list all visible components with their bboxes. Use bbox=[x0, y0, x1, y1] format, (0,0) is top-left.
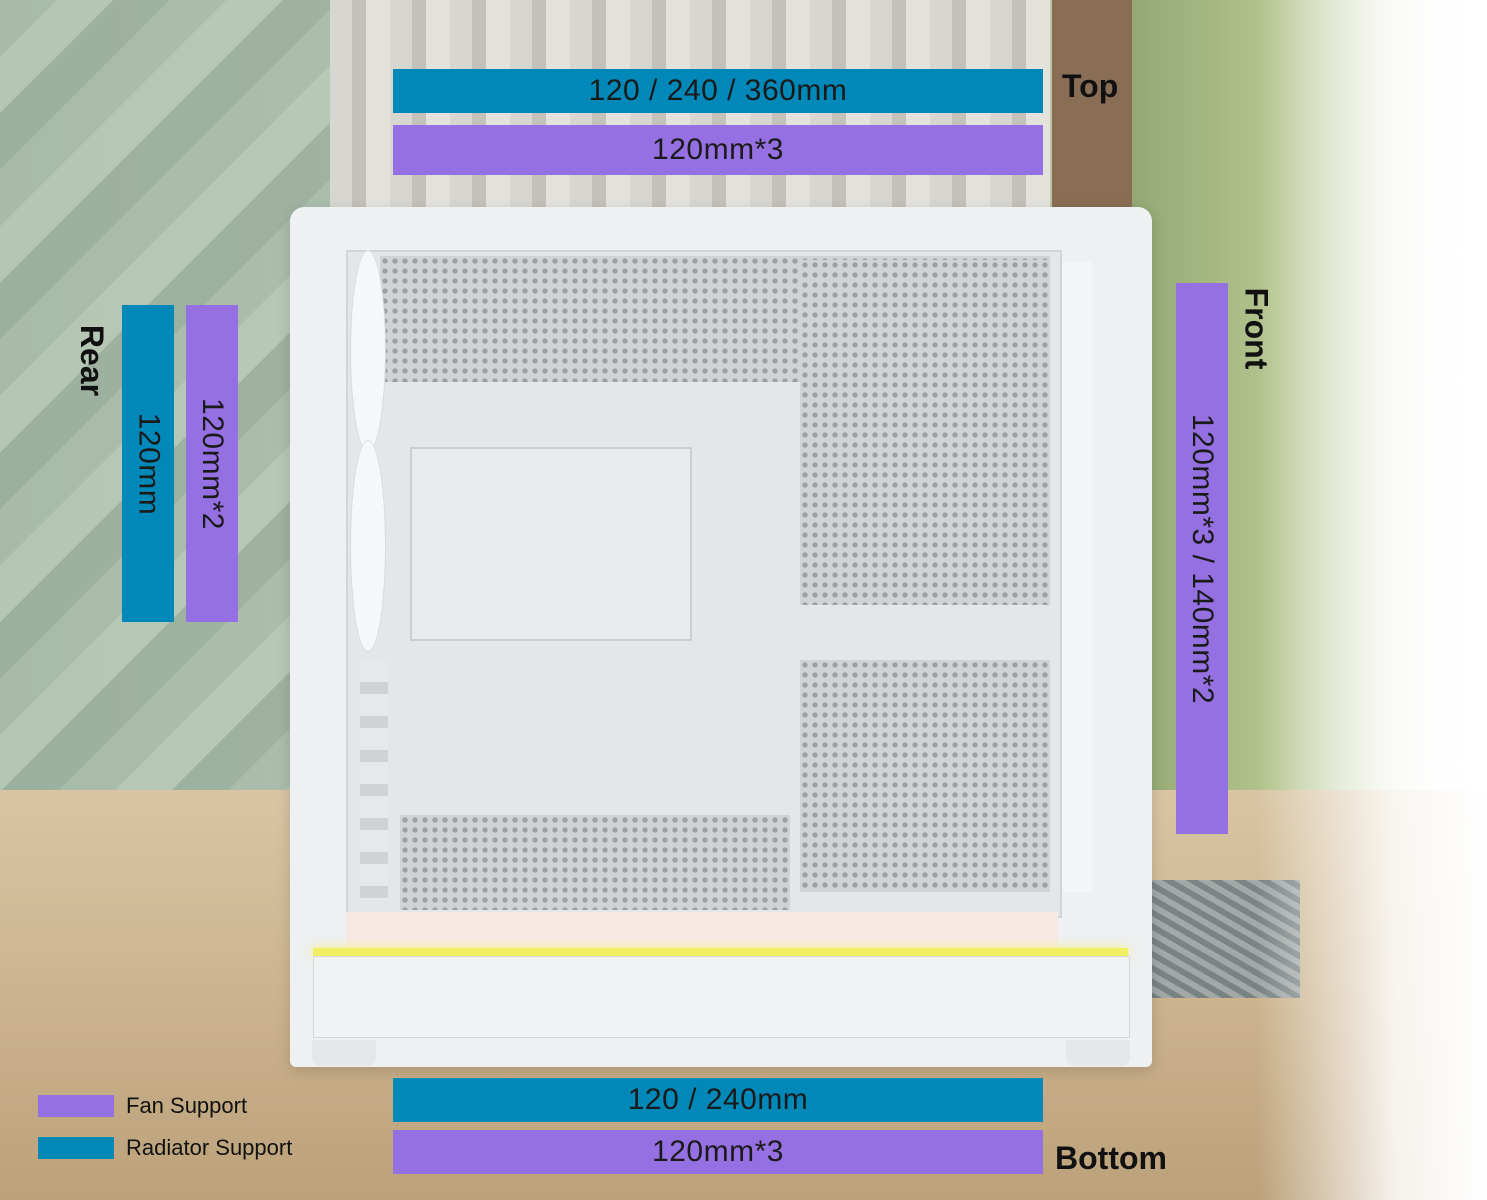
bottom-radiator-bar: 120 / 240mm bbox=[393, 1078, 1043, 1122]
psu-mesh-panel bbox=[400, 815, 790, 910]
top-radiator-bar: 120 / 240 / 360mm bbox=[393, 69, 1043, 113]
top-fan-bar: 120mm*3 bbox=[393, 125, 1043, 175]
top-label: Top bbox=[1062, 68, 1119, 104]
rear-label: Rear bbox=[74, 324, 111, 396]
case-foot-right bbox=[1066, 1040, 1130, 1066]
front-mesh-panel bbox=[800, 260, 1050, 605]
legend-fan-support: Fan Support bbox=[38, 1093, 247, 1119]
lower-front-mesh bbox=[800, 660, 1050, 892]
rgb-strip bbox=[313, 948, 1128, 956]
radiator-swatch bbox=[38, 1137, 114, 1159]
rear-fan-bottom bbox=[350, 440, 386, 652]
expansion-slots bbox=[360, 660, 388, 900]
bottom-fan-bar: 120mm*3 bbox=[393, 1130, 1043, 1174]
front-label: Front bbox=[1238, 287, 1275, 369]
psu-shroud bbox=[346, 912, 1058, 952]
front-rail bbox=[1060, 262, 1092, 892]
fan-swatch bbox=[38, 1095, 114, 1117]
rear-radiator-bar: 120mm bbox=[122, 305, 174, 622]
case-foot-left bbox=[312, 1040, 376, 1066]
legend-label: Fan Support bbox=[126, 1093, 248, 1118]
front-fan-bar: 120mm*3 / 140mm*2 bbox=[1176, 283, 1228, 834]
bottom-label: Bottom bbox=[1055, 1140, 1167, 1176]
case-base bbox=[313, 956, 1130, 1038]
legend-radiator-support: Radiator Support bbox=[38, 1135, 292, 1161]
legend-label: Radiator Support bbox=[126, 1135, 293, 1160]
motherboard-tray bbox=[410, 447, 692, 641]
white-fade bbox=[1257, 0, 1487, 1200]
rear-fan-bar: 120mm*2 bbox=[186, 305, 238, 622]
rear-fan-top bbox=[350, 250, 386, 452]
